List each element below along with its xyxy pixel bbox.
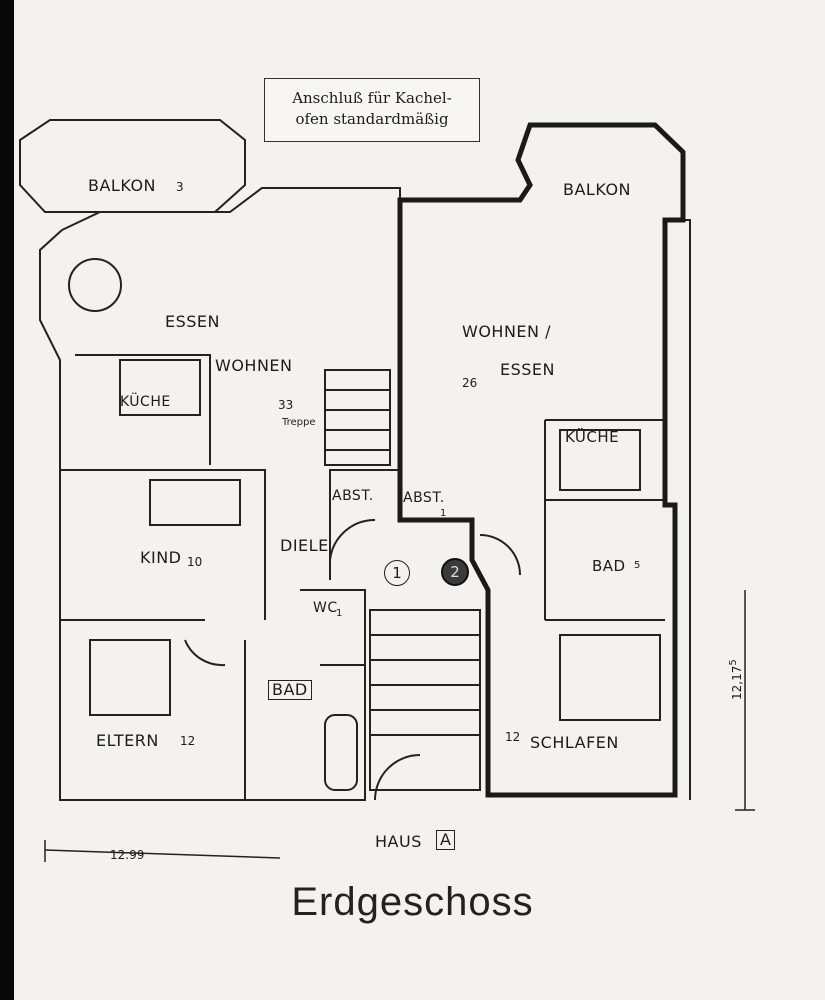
room-label-essen: ESSEN xyxy=(165,312,220,331)
area-kind: 10 xyxy=(187,555,203,569)
room-label-wc: WC xyxy=(313,600,338,616)
room-label-balkon-right: BALKON xyxy=(563,180,632,199)
wall-outline xyxy=(61,187,401,580)
room-label-kind: KIND xyxy=(140,548,182,567)
width-dimension-line xyxy=(44,849,281,859)
kachelofen-note: Anschluß für Kachel- ofen standardmäßig xyxy=(264,78,480,142)
depth-value: 12,17 xyxy=(730,665,744,700)
area-abst-right: 1 xyxy=(440,508,447,519)
room-label-bad-left: BAD xyxy=(268,680,312,700)
label-treppe: Treppe xyxy=(282,417,316,428)
room-label-eltern: ELTERN xyxy=(96,731,159,750)
width-dimension: 12.99 xyxy=(110,848,145,862)
room-label-bad-right: BAD xyxy=(592,557,626,575)
note-line-1: Anschluß für Kachel- xyxy=(292,89,452,107)
area-eltern: 12 xyxy=(180,734,196,748)
room-label-wohnen-essen-line1: WOHNEN / xyxy=(462,322,551,341)
scan-edge xyxy=(0,0,14,1000)
area-wc: 1 xyxy=(336,608,343,619)
room-label-wohnen: WOHNEN xyxy=(215,356,293,375)
room-label-kueche-right: KÜCHE xyxy=(565,428,620,446)
area-wohnen-essen: 26 xyxy=(462,376,478,390)
area-balkon-left: 3 xyxy=(176,180,184,194)
note-line-2: ofen standardmäßig xyxy=(295,110,449,128)
depth-superscript: 5 xyxy=(728,659,739,666)
room-label-schlafen: SCHLAFEN xyxy=(530,733,619,752)
room-label-diele: DIELE xyxy=(280,536,329,555)
room-label-wohnen-essen-line2: ESSEN xyxy=(500,360,555,379)
area-wohnen: 33 xyxy=(278,398,294,412)
unit-marker-2: 2 xyxy=(441,558,469,586)
depth-dimension: 12,175 xyxy=(728,659,744,700)
area-bad-right: 5 xyxy=(634,560,641,571)
room-label-abst-right: ABST. xyxy=(403,490,445,506)
room-label-balkon-left: BALKON xyxy=(88,176,157,195)
room-label-kueche-left: KÜCHE xyxy=(120,394,171,410)
area-schlafen: 12 xyxy=(505,730,521,744)
highlighted-apartment-outline xyxy=(397,122,686,798)
haus-label: HAUS xyxy=(375,832,422,851)
unit-marker-1: 1 xyxy=(384,560,410,586)
room-label-abst-left: ABST. xyxy=(332,488,374,504)
haus-letter: A xyxy=(436,830,456,850)
floor-title: Erdgeschoss xyxy=(291,880,534,924)
